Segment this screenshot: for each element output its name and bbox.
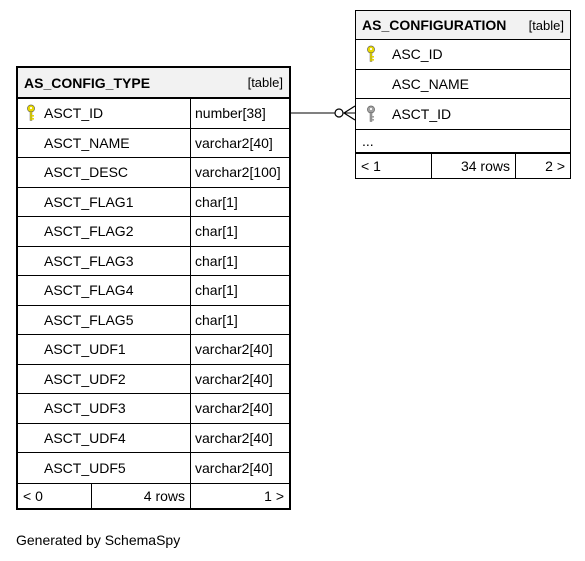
children-count[interactable]: 1 >	[264, 487, 284, 504]
column-name: ASCT_FLAG4	[18, 276, 191, 305]
column-type: varchar2[40]	[195, 370, 273, 387]
children-count[interactable]: 2 >	[545, 157, 565, 174]
row-count: 4 rows	[92, 483, 191, 508]
column-row[interactable]: ASCT_ID	[356, 99, 570, 129]
table-header: AS_CONFIGURATION [table]	[356, 11, 570, 40]
parents-count[interactable]: < 0	[18, 483, 92, 508]
table-footer: < 1 34 rows 2 >	[356, 152, 570, 178]
parents-count[interactable]: < 1	[356, 153, 432, 178]
table-header: AS_CONFIG_TYPE [table]	[18, 68, 289, 99]
column-type: char[1]	[195, 193, 238, 210]
column-name: ASCT_UDF5	[18, 453, 191, 483]
column-name: ASCT_UDF4	[18, 423, 191, 452]
column-type: varchar2[40]	[195, 400, 273, 417]
column-row[interactable]: ASC_ID	[356, 40, 570, 70]
column-type: char[1]	[195, 223, 238, 240]
column-name: ASCT_FLAG1	[18, 187, 191, 216]
key-icon	[367, 45, 375, 62]
column-name: ASCT_FLAG2	[18, 217, 191, 246]
table-kind-label: [table]	[528, 17, 564, 33]
row-count: 34 rows	[432, 153, 516, 178]
column-type: number[38]	[195, 105, 266, 122]
column-name: ASCT_ID	[356, 99, 570, 129]
generated-by-text: Generated by SchemaSpy	[16, 532, 181, 548]
column-name: ASC_ID	[356, 40, 570, 69]
column-type: char[1]	[195, 311, 238, 328]
column-type: char[1]	[195, 282, 238, 299]
column-type: char[1]	[195, 252, 238, 269]
column-name: ASCT_UDF3	[18, 394, 191, 423]
column-name: ASCT_ID	[18, 99, 191, 128]
ellipsis: ...	[362, 132, 374, 149]
table-name[interactable]: AS_CONFIG_TYPE	[24, 74, 151, 91]
column-type: varchar2[40]	[195, 429, 273, 446]
column-name: ASCT_UDF1	[18, 335, 191, 364]
crows-foot-icon	[343, 105, 356, 114]
key-icon	[367, 105, 375, 122]
column-name: ASCT_UDF2	[18, 364, 191, 393]
column-type: varchar2[40]	[195, 459, 273, 476]
column-name: ASCT_DESC	[18, 158, 191, 187]
column-name: ASCT_FLAG5	[18, 305, 191, 334]
column-type: varchar2[100]	[195, 164, 281, 181]
column-row[interactable]: ASC_NAME	[356, 70, 570, 99]
column-name: ASCT_FLAG3	[18, 246, 191, 275]
more-columns-row: ...	[356, 128, 570, 153]
table-kind-label: [table]	[247, 75, 283, 90]
column-list: ASC_ID ASC_NAME ASCT_ID	[356, 40, 570, 129]
column-name: ASCT_NAME	[18, 128, 191, 157]
table-name[interactable]: AS_CONFIGURATION	[362, 17, 507, 33]
column-type: varchar2[40]	[195, 341, 273, 358]
column-name: ASC_NAME	[392, 75, 470, 92]
table-footer: < 0 4 rows 1 >	[18, 482, 289, 508]
key-icon	[27, 104, 35, 121]
optional-marker-icon	[334, 108, 344, 118]
column-type: varchar2[40]	[195, 134, 273, 151]
